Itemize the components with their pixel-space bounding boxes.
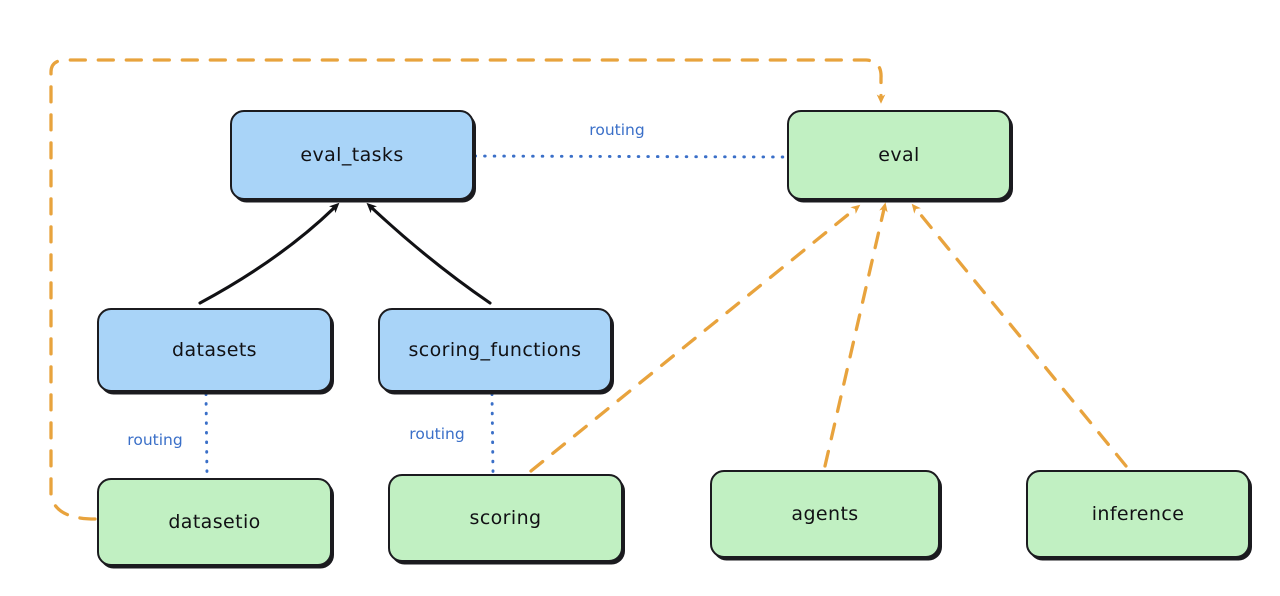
composition-edges [198, 202, 492, 305]
edge-scoring-to-eval [529, 204, 861, 473]
edge-inference-to-eval [911, 203, 1128, 468]
node-eval-tasks[interactable]: eval_tasks [230, 110, 474, 200]
edge-datasets-to-eval-tasks [198, 202, 340, 305]
edge-agents-to-eval [823, 202, 888, 468]
node-label-scoring-functions: scoring_functions [408, 339, 582, 361]
dependency-edges [49, 58, 1128, 521]
edge-label-routing-datasets: routing [127, 431, 183, 449]
edge-scoring-functions-to-scoring [490, 392, 495, 474]
node-label-datasets: datasets [172, 339, 257, 361]
edge-label-routing-scoring-functions: routing [409, 425, 465, 443]
node-label-eval-tasks: eval_tasks [300, 144, 404, 166]
node-eval[interactable]: eval [787, 110, 1011, 200]
edge-scoring-functions-to-eval-tasks [366, 202, 492, 305]
node-agents[interactable]: agents [710, 470, 940, 558]
node-label-scoring: scoring [469, 507, 542, 529]
edge-eval-tasks-to-eval [473, 154, 788, 159]
node-datasetio[interactable]: datasetio [97, 478, 332, 566]
routing-edges [204, 154, 788, 478]
node-datasets[interactable]: datasets [97, 308, 332, 392]
edge-label-routing-eval-tasks: routing [589, 121, 645, 139]
edge-datasetio-to-eval [49, 58, 886, 521]
node-scoring-functions[interactable]: scoring_functions [378, 308, 612, 392]
node-label-inference: inference [1091, 503, 1185, 525]
node-inference[interactable]: inference [1026, 470, 1250, 558]
node-scoring[interactable]: scoring [388, 474, 623, 562]
node-label-datasetio: datasetio [168, 511, 261, 533]
node-label-agents: agents [791, 503, 859, 525]
edge-datasets-to-datasetio [204, 392, 209, 478]
node-label-eval: eval [878, 144, 920, 166]
